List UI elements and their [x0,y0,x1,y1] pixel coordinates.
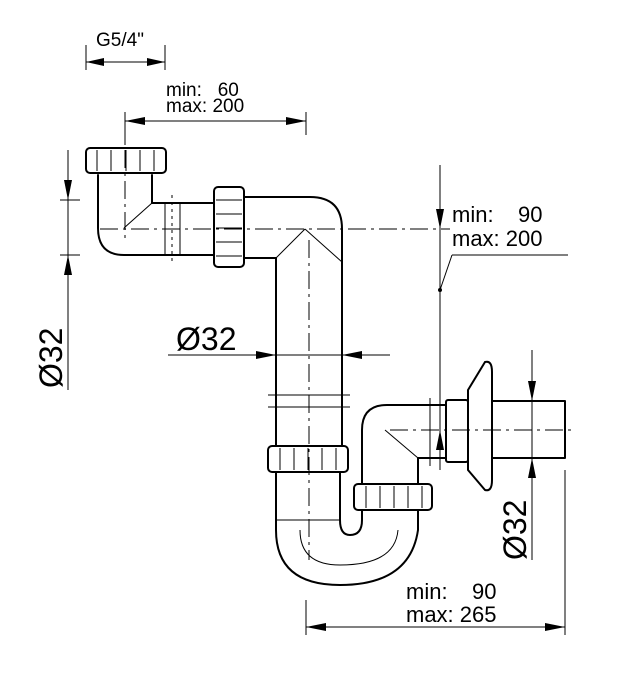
inlet-offset-min-label: min: 60 [166,80,239,101]
centerlines [100,150,575,560]
drain-pipe [243,196,350,451]
outlet-length-min-label: min: 90 [406,579,496,604]
thread-size-label: G5/4" [96,30,144,51]
outlet-nut [353,483,433,511]
u-trap [275,471,419,586]
coupling-nut [213,186,245,268]
wall-rosette [445,360,566,492]
inlet-elbow [85,147,216,265]
height-min-label: min: 90 [452,202,542,227]
height-max-label: max: 200 [452,226,543,251]
outlet-elbow [361,398,446,485]
outlet-diameter-label: Ø32 [497,500,533,560]
bottle-nut [267,445,349,473]
inlet-offset-max-label: max: 200 [166,96,244,117]
outlet-length-max-label: max: 265 [406,602,497,627]
pipe-diameter-label: Ø32 [176,321,236,357]
inlet-diameter-label: Ø32 [33,328,69,388]
dimension-lines [60,45,568,635]
